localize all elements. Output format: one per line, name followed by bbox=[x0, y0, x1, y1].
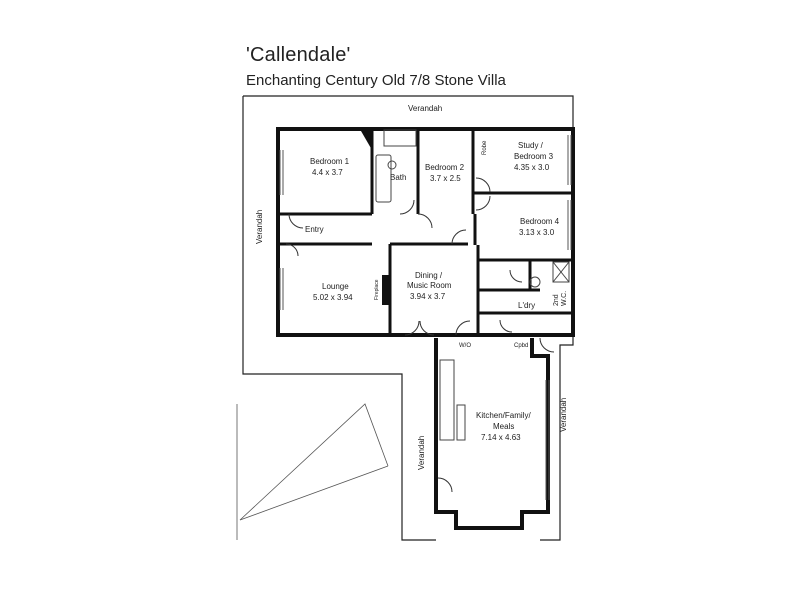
bedroom1-name: Bedroom 1 bbox=[310, 157, 350, 166]
ldry-label: L'dry bbox=[518, 301, 535, 310]
bedroom2-name: Bedroom 2 bbox=[425, 163, 465, 172]
verandah-outline bbox=[243, 95, 574, 541]
lounge-size: 5.02 x 3.94 bbox=[313, 293, 353, 302]
study-name-1: Study / bbox=[518, 141, 544, 150]
entry-label: Entry bbox=[305, 225, 324, 234]
study-name-2: Bedroom 3 bbox=[514, 152, 554, 161]
bedroom4-name: Bedroom 4 bbox=[520, 217, 560, 226]
wo-label: W/O bbox=[459, 343, 471, 349]
main-house-walls bbox=[276, 127, 575, 337]
bedroom2-size: 3.7 x 2.5 bbox=[430, 174, 461, 183]
plan-title: 'Callendale' bbox=[246, 44, 351, 66]
dining-size: 3.94 x 3.7 bbox=[410, 292, 446, 301]
fireplace-label: Fireplace bbox=[374, 279, 380, 300]
robe-label: Robe bbox=[482, 140, 488, 155]
bedroom1-size: 4.4 x 3.7 bbox=[312, 168, 343, 177]
kitchen-size: 7.14 x 4.63 bbox=[481, 433, 521, 442]
kitchen-walls bbox=[434, 338, 550, 530]
lounge-name: Lounge bbox=[322, 282, 349, 291]
cpbd-label: Cpbd bbox=[514, 343, 528, 349]
bedroom4-size: 3.13 x 3.0 bbox=[519, 228, 555, 237]
wc-label-1: 2nd bbox=[553, 294, 560, 306]
dining-name-2: Music Room bbox=[407, 281, 452, 290]
wc-label-2: W.C. bbox=[561, 291, 568, 306]
verandah-top-label: Verandah bbox=[408, 104, 442, 113]
kitchen-name-1: Kitchen/Family/ bbox=[476, 411, 531, 420]
bath-label: Bath bbox=[390, 173, 406, 182]
kitchen-name-2: Meals bbox=[493, 422, 514, 431]
study-size: 4.35 x 3.0 bbox=[514, 163, 550, 172]
verandah-left-label: Verandah bbox=[255, 210, 264, 244]
verandah-kitchen-left-label: Verandah bbox=[417, 436, 426, 470]
verandah-kitchen-right-label: Verandah bbox=[559, 398, 568, 432]
plan-subtitle: Enchanting Century Old 7/8 Stone Villa bbox=[246, 72, 506, 89]
dining-name-1: Dining / bbox=[415, 271, 443, 280]
